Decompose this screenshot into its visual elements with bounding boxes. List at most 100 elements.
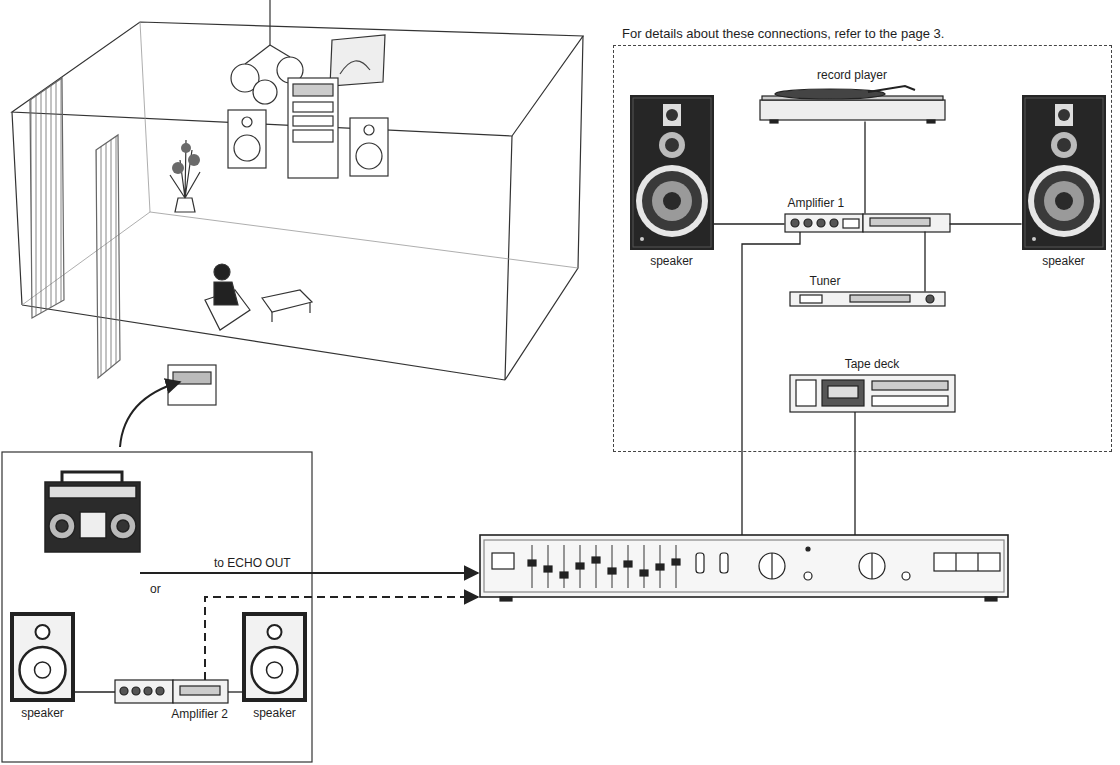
room-illustration (271, 312, 272, 322)
tuner-unit (850, 295, 910, 302)
tape-deck-unit (822, 380, 864, 406)
graphic-equalizer (563, 545, 564, 588)
component-label: speaker (1042, 254, 1085, 268)
amplifier-unit (156, 687, 164, 695)
record-player (770, 120, 778, 123)
radio-cassette (45, 472, 140, 552)
speaker-cabinet (12, 614, 73, 700)
amplifier-unit (804, 219, 812, 227)
room-illustration (364, 125, 374, 135)
graphic-equalizer (480, 535, 1008, 601)
graphic-equalizer (492, 553, 514, 569)
speaker-cabinet (1022, 95, 1106, 250)
graphic-equalizer (500, 597, 512, 601)
signal-cable (864, 122, 865, 214)
radio-cassette (62, 472, 122, 482)
component-label: speaker (253, 706, 296, 720)
connection-group: For details about these connections, ref… (613, 45, 1112, 452)
note-heading: For details about these connections, ref… (622, 26, 944, 42)
room-illustration (12, 36, 583, 380)
amplifier-unit (843, 219, 859, 228)
graphic-equalizer (624, 561, 632, 567)
speaker-cabinet (630, 95, 714, 250)
room-illustration (242, 117, 252, 127)
room-illustration (234, 135, 260, 161)
tape-deck-unit (872, 381, 948, 390)
graphic-equalizer (528, 545, 680, 588)
amplifier-unit (180, 686, 220, 695)
signal-wire (742, 232, 855, 535)
room-illustration (12, 0, 583, 405)
record-player (760, 86, 945, 123)
graphic-equalizer (595, 545, 596, 588)
tape-deck-unit (828, 386, 858, 398)
amplifier-unit (144, 687, 152, 695)
graphic-equalizer (985, 597, 997, 601)
graphic-equalizer (484, 540, 1004, 592)
amplifier-unit (115, 680, 173, 703)
tape-deck-unit (796, 380, 816, 406)
tape-deck-unit (872, 396, 948, 406)
graphic-equalizer (560, 572, 568, 578)
room-illustration (245, 45, 270, 64)
graphic-equalizer (771, 553, 772, 579)
amplifier-unit (173, 680, 228, 703)
graphic-equalizer (955, 553, 956, 571)
graphic-equalizer (656, 564, 664, 570)
signal-arrow (205, 597, 478, 680)
room-illustration (293, 130, 333, 142)
amplifier-unit (863, 214, 950, 232)
component-label: speaker (650, 254, 693, 268)
amplifier-unit (120, 687, 128, 695)
signal-cable (924, 232, 925, 292)
record-player (760, 100, 945, 120)
tape-deck-unit (790, 375, 955, 412)
graphic-equalizer (675, 545, 676, 588)
graphic-equalizer (977, 553, 978, 571)
record-player (927, 120, 935, 123)
speaker: speaker (10, 612, 75, 702)
room-illustration (175, 198, 195, 212)
room-illustration (253, 80, 277, 104)
amplifier-unit (785, 214, 863, 232)
amplifier: Amplifier 2 (115, 680, 228, 703)
component-label: speaker (21, 706, 64, 720)
record-player (868, 86, 915, 92)
room-illustration (172, 162, 184, 174)
graphic-equalizer (611, 545, 612, 588)
room-illustration (214, 264, 230, 280)
tape-deck-unit (790, 375, 955, 412)
speaker-cabinet (244, 614, 305, 700)
signal-cable (714, 223, 785, 224)
room-illustration (269, 0, 270, 45)
room-illustration (350, 118, 388, 176)
amplifier-unit (115, 680, 228, 703)
amplifier-unit (817, 219, 825, 227)
amplifier-unit (785, 214, 950, 232)
speaker: speaker (1022, 95, 1106, 250)
graphic-equalizer (696, 553, 704, 573)
graphic-equalizer (576, 563, 584, 569)
amplifier-unit (830, 219, 838, 227)
room-illustration (214, 282, 238, 305)
radio-cassette (56, 520, 68, 532)
graphic-equalizer (672, 559, 680, 565)
record-player: record player (760, 86, 945, 122)
room-illustration (309, 303, 310, 313)
graphic-equalizer (544, 566, 552, 572)
signal-cable (950, 223, 1022, 224)
signal-cable (75, 691, 115, 692)
graphic-equalizer (608, 568, 616, 574)
component-label: record player (817, 68, 887, 82)
tuner-unit (790, 292, 945, 306)
radio-cassette (110, 513, 136, 539)
room-illustration (96, 135, 120, 378)
amplifier-unit (132, 687, 140, 695)
room-illustration (188, 154, 200, 166)
room-illustration (170, 140, 200, 198)
room-illustration (293, 102, 333, 112)
